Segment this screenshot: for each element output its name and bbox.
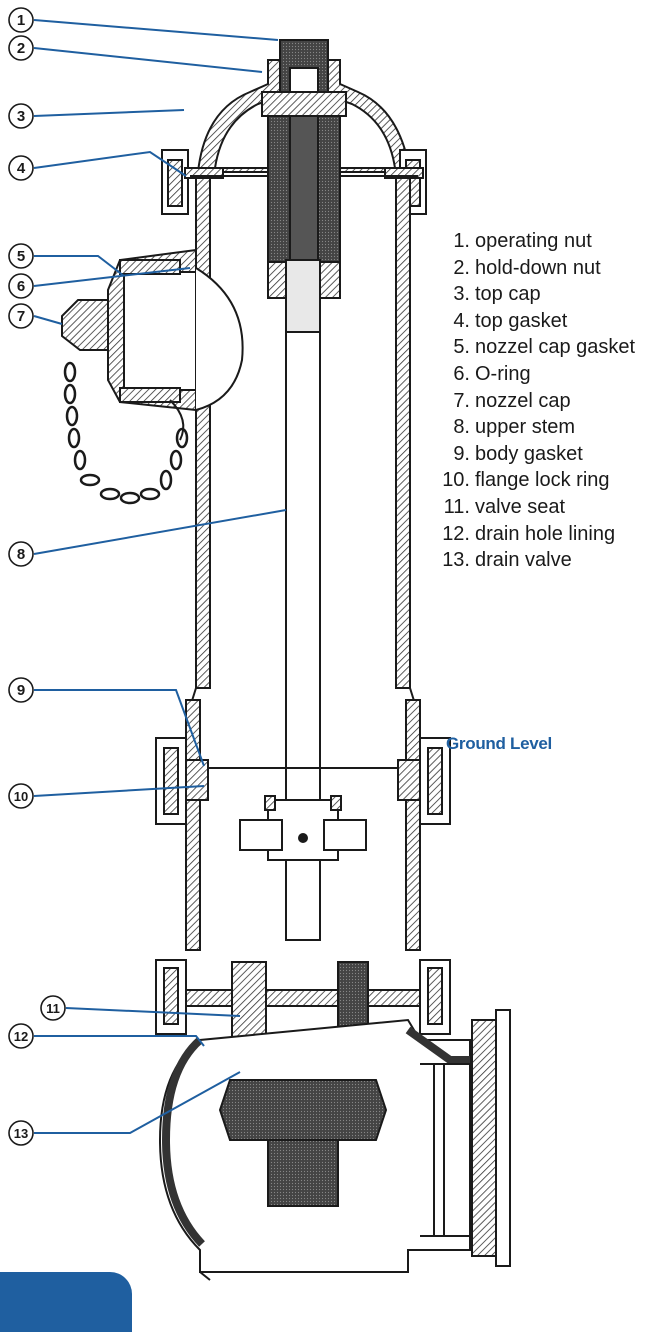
barrel-wall-right (395, 177, 411, 689)
hold-down-nut-shape (261, 91, 347, 117)
barrel-wall-left (195, 177, 211, 689)
callout-10-circle (8, 783, 34, 809)
callout-6-circle (8, 273, 34, 299)
callout-6: 6 (17, 278, 25, 295)
callout-2-circle (8, 35, 34, 61)
legend-number: 10. (442, 469, 470, 492)
legend-number: 3. (453, 283, 470, 306)
nozzle-cap-shape (61, 299, 109, 351)
fire-hydrant-cross-section: 1 2 3 4 5 6 7 8 9 10 11 12 13 (8, 7, 511, 1281)
callout-7-circle (8, 303, 34, 329)
legend-item: 7.nozzel cap (440, 388, 635, 415)
legend-item: 3.top cap (440, 281, 635, 308)
legend-number: 9. (453, 442, 470, 465)
legend-item: 1.operating nut (440, 228, 635, 255)
main-valve-shape (218, 1079, 388, 1141)
legend-number: 4. (453, 309, 470, 332)
callout-13-circle (8, 1120, 34, 1146)
callout-numbers: 1 2 3 4 5 6 7 8 9 10 11 12 13 (14, 12, 60, 1141)
legend-item: 6.O-ring (440, 361, 635, 388)
callout-3: 3 (17, 108, 25, 125)
ground-level-label: Ground Level (446, 734, 552, 753)
callout-2: 2 (17, 40, 25, 57)
legend-item: 4.top gasket (440, 308, 635, 335)
legend-item: 8.upper stem (440, 414, 635, 441)
legend-label: body gasket (475, 442, 583, 465)
legend-number: 11. (443, 495, 470, 518)
legend-item: 10.flange lock ring (440, 467, 635, 494)
callout-13: 13 (14, 1126, 28, 1141)
parts-legend: 1.operating nut 2.hold-down nut 3.top ca… (440, 228, 635, 574)
legend-label: nozzel cap gasket (475, 336, 636, 359)
legend-label: upper stem (475, 416, 576, 439)
legend-number: 6. (453, 362, 470, 385)
legend-label: drain hole lining (475, 522, 616, 545)
callout-11: 11 (46, 1001, 60, 1016)
callout-12: 12 (14, 1029, 28, 1044)
legend-number: 7. (453, 389, 470, 412)
legend-number: 5. (453, 336, 470, 359)
leader-lines (33, 19, 287, 1134)
chain (63, 361, 189, 505)
legend-label: O-ring (475, 362, 531, 385)
legend-label: operating nut (475, 230, 592, 252)
callout-8-circle (8, 541, 34, 567)
legend-number: 1. (453, 230, 470, 252)
callout-5-circle (8, 243, 34, 269)
legend-label: flange lock ring (475, 469, 610, 492)
callout-1: 1 (17, 12, 25, 29)
legend-label: drain valve (475, 549, 572, 572)
legend-number: 8. (453, 416, 470, 439)
legend-label: top gasket (475, 309, 568, 332)
legend-label: valve seat (475, 495, 566, 518)
callout-11-circle (40, 995, 66, 1021)
legend-item: 12.drain hole lining (440, 521, 635, 548)
callout-3-circle (8, 103, 34, 129)
callout-9-circle (8, 677, 34, 703)
legend-label: top cap (475, 283, 541, 306)
callout-12-circle (8, 1023, 34, 1049)
hydrant-drawing (61, 39, 511, 1281)
legend-number: 12. (442, 522, 470, 545)
callout-4: 4 (17, 160, 26, 177)
legend-item: 5.nozzel cap gasket (440, 334, 635, 361)
callout-4-circle (8, 155, 34, 181)
legend-item: 13.drain valve (440, 547, 635, 574)
legend-label: hold-down nut (475, 256, 601, 279)
callout-1-circle (8, 7, 34, 33)
callout-circles (8, 7, 66, 1146)
callout-9: 9 (17, 682, 25, 699)
legend-number: 13. (442, 549, 470, 572)
legend-item: 11.valve seat (440, 494, 635, 521)
callout-7: 7 (17, 308, 25, 325)
callout-10: 10 (14, 789, 28, 804)
legend-number: 2. (453, 256, 470, 279)
legend-item: 9.body gasket (440, 441, 635, 468)
legend-label: nozzel cap (475, 389, 571, 412)
callout-8: 8 (17, 546, 25, 563)
figure-tab (0, 1272, 132, 1332)
legend-item: 2.hold-down nut (440, 255, 635, 282)
callout-5: 5 (17, 248, 25, 265)
